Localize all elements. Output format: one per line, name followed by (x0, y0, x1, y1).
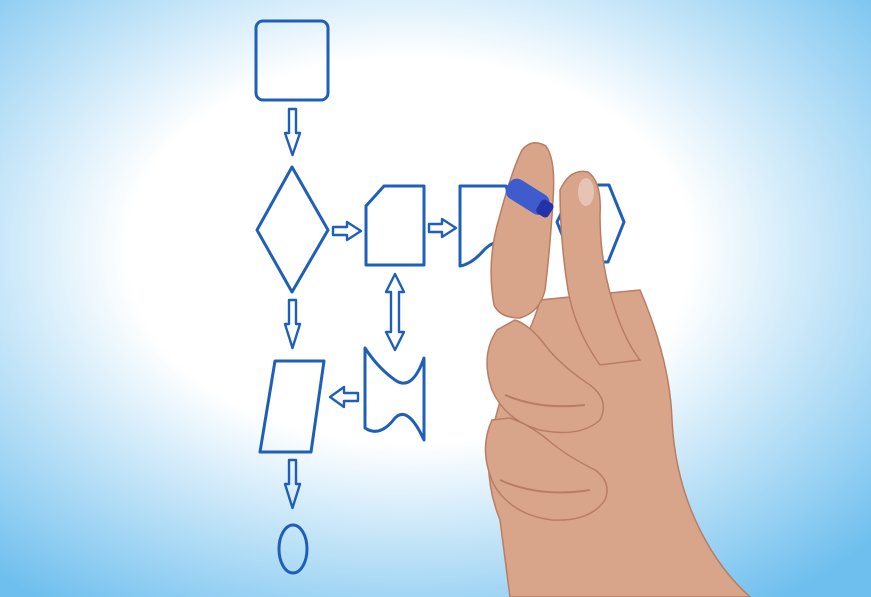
arrow-decision-to-manual-input (331, 220, 363, 242)
arrow-manual-input-punched-tape (384, 272, 406, 352)
hand-thumb (559, 170, 642, 366)
arrow-start-to-decision (283, 107, 302, 157)
hand-thumbnail (578, 178, 594, 206)
arrow-data-io-to-connector (283, 458, 302, 510)
marker-pen (505, 178, 554, 218)
manual-input-shape (364, 184, 426, 267)
data-io-shape (258, 359, 326, 454)
hand-index-finger (490, 142, 555, 319)
decision-shape (255, 165, 330, 294)
hand-crease (499, 479, 591, 494)
start-process-shape (254, 19, 330, 102)
arrow-decision-to-data-io (283, 298, 302, 350)
arrow-manual-input-to-document (427, 217, 458, 239)
preparation-shape (555, 183, 626, 264)
connector-shape (277, 523, 309, 575)
hand-crease (504, 394, 586, 408)
hand-curled-finger-lower (484, 417, 608, 521)
hand-curled-finger-upper (486, 319, 605, 434)
hand-with-marker (484, 142, 752, 597)
marker-cap (536, 199, 554, 218)
punched-tape-shape (363, 346, 426, 442)
arrow-punched-tape-to-data-io (328, 385, 360, 409)
